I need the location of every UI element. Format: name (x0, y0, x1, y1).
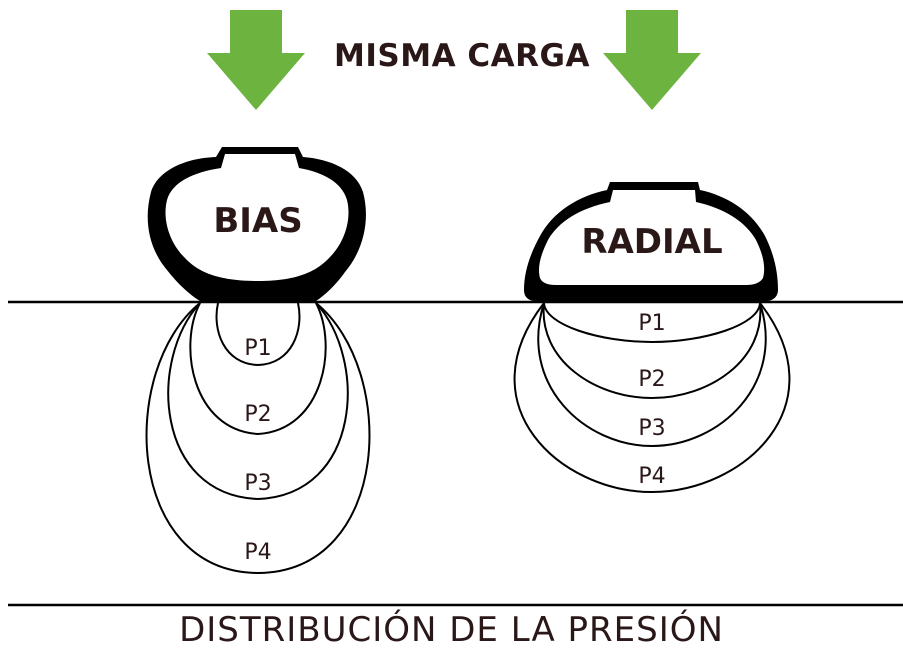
bias-bulb-p4 (145, 302, 371, 575)
radial-label: RADIAL (581, 222, 722, 262)
bias-bulb-p1 (215, 302, 301, 367)
radial-bulb-p1 (543, 302, 761, 344)
bias-tire (147, 147, 366, 301)
radial-zone-label-p3: P3 (638, 416, 665, 441)
bias-zone-label-p3: P3 (244, 471, 271, 496)
bias-zone-label-p4: P4 (244, 540, 271, 565)
bias-zone-label-p2: P2 (244, 402, 271, 427)
radial-zone-label-p2: P2 (638, 367, 665, 392)
radial-bulb-p3 (537, 302, 767, 448)
bias-zone-label-p1: P1 (244, 336, 271, 361)
diagram-caption: DISTRIBUCIÓN DE LA PRESIÓN (179, 610, 724, 650)
radial-zone-label-p4: P4 (638, 464, 665, 489)
bias-tire-inner (165, 154, 349, 281)
load-arrow-left (207, 10, 305, 110)
radial-tire (524, 182, 778, 301)
radial-zone-label-p1: P1 (638, 311, 665, 336)
page-title: MISMA CARGA (334, 38, 590, 74)
radial-bulb-p2 (542, 302, 762, 400)
bias-pressure-zones (145, 302, 371, 575)
radial-bulb-p4 (513, 302, 791, 494)
radial-pressure-zones (513, 302, 791, 494)
bias-bulb-p2 (189, 302, 327, 436)
bias-label: BIAS (213, 201, 302, 241)
radial-tire-inner (538, 190, 765, 285)
load-arrow-right (603, 10, 701, 110)
bias-bulb-p3 (167, 302, 349, 501)
